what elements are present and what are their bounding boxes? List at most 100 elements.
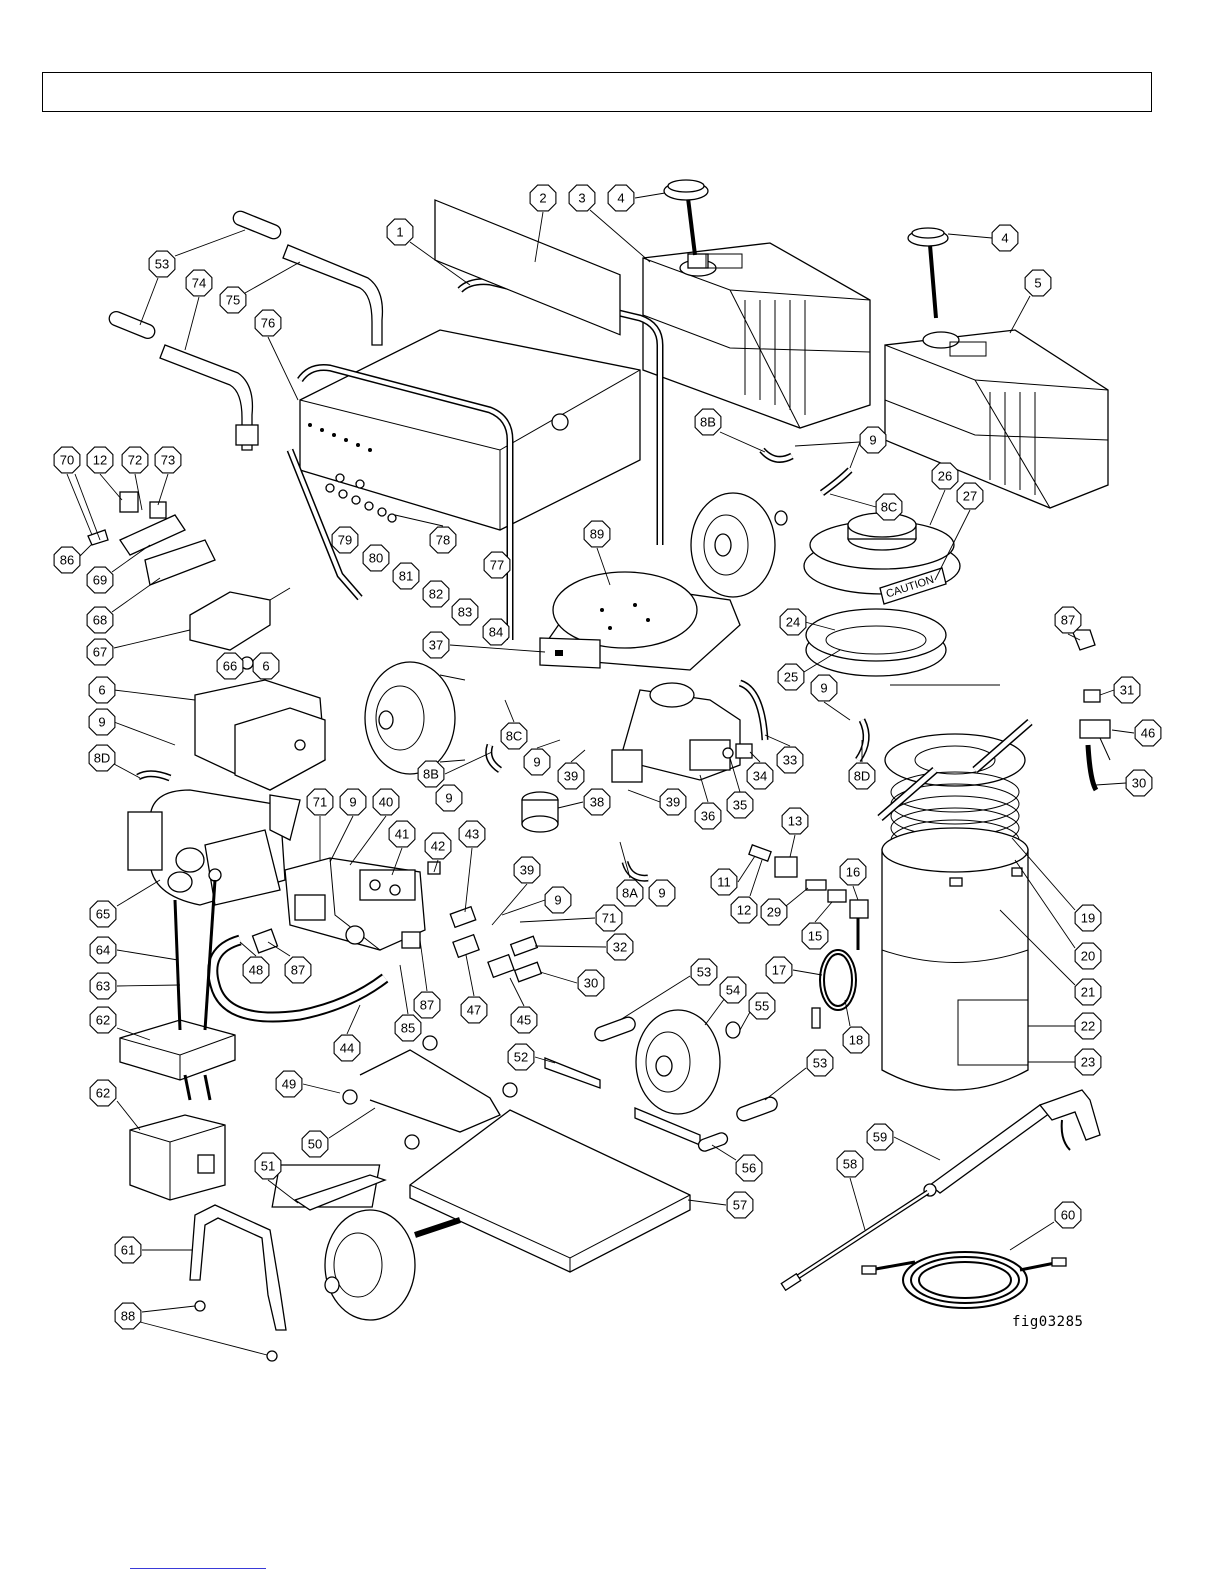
wand-58 (780, 1189, 930, 1292)
callout-octagon (114, 1236, 142, 1264)
callout-48: 48 (242, 956, 270, 984)
callout-octagon (89, 1079, 117, 1107)
callout-53: 53 (148, 250, 176, 278)
callout-number: 11 (717, 875, 731, 890)
callout-octagon (333, 1034, 361, 1062)
callout-25: 25 (777, 663, 805, 691)
callout-octagon (339, 788, 367, 816)
callout-number: 6 (98, 683, 105, 698)
callout-8C: 8C (875, 493, 903, 521)
footer-link-underline[interactable] (130, 1568, 266, 1569)
callout-87: 87 (413, 991, 441, 1019)
callout-55: 55 (748, 992, 776, 1020)
fittings-11-16 (748, 844, 869, 950)
callout-31: 31 (1113, 676, 1141, 704)
callout-51: 51 (254, 1152, 282, 1180)
callout-octagon (781, 807, 809, 835)
callout-octagon (595, 904, 623, 932)
callout-37: 37 (422, 631, 450, 659)
callout-85: 85 (394, 1014, 422, 1042)
fuel-tank-5 (884, 329, 1109, 509)
callout-number: 75 (226, 293, 240, 308)
callout-octagon (1054, 606, 1082, 634)
callout-34: 34 (746, 762, 774, 790)
wheel-54 (635, 1009, 741, 1115)
callout-octagon (86, 446, 114, 474)
unloader-valve-36 (611, 682, 741, 783)
callout-70: 70 (53, 446, 81, 474)
callout-20: 20 (1074, 942, 1102, 970)
callout-octagon (859, 426, 887, 454)
callout-43: 43 (458, 820, 486, 848)
callout-octagon (275, 1070, 303, 1098)
callout-42: 42 (424, 832, 452, 860)
callout-octagon (53, 546, 81, 574)
coil-hose-17 (811, 949, 857, 1029)
callout-octagon (523, 748, 551, 776)
callout-72: 72 (121, 446, 149, 474)
callout-number: 8D (854, 769, 871, 784)
callout-octagon (694, 802, 722, 830)
fittings-pump (251, 861, 543, 983)
hold-down-61 (189, 1204, 287, 1331)
callout-octagon (301, 1130, 329, 1158)
callout-number: 38 (590, 795, 604, 810)
callout-octagon (1074, 904, 1102, 932)
callout-octagon (513, 856, 541, 884)
filter-38 (521, 791, 559, 833)
callout-number: 5 (1034, 276, 1041, 291)
callout-number: 39 (666, 795, 680, 810)
callout-2: 2 (529, 184, 557, 212)
callout-octagon (435, 784, 463, 812)
callout-octagon (529, 184, 557, 212)
callout-octagon (372, 788, 400, 816)
callout-32: 32 (606, 933, 634, 961)
callout-76: 76 (254, 309, 282, 337)
callout-number: 1 (396, 225, 403, 240)
callout-number: 15 (808, 929, 822, 944)
hoses (136, 447, 870, 1023)
callout-47: 47 (460, 996, 488, 1024)
callout-8B: 8B (417, 760, 445, 788)
callout-30: 30 (1125, 769, 1153, 797)
callout-8D: 8D (88, 744, 116, 772)
callout-71: 71 (306, 788, 334, 816)
callout-9: 9 (810, 674, 838, 702)
callout-octagon (89, 900, 117, 928)
callout-octagon (284, 956, 312, 984)
callout-60: 60 (1054, 1201, 1082, 1229)
callout-number: 41 (395, 827, 409, 842)
callout-number: 45 (517, 1013, 531, 1028)
callout-9: 9 (648, 879, 676, 907)
callout-18: 18 (842, 1026, 870, 1054)
callout-number: 51 (261, 1159, 275, 1174)
callout-number: 22 (1081, 1019, 1095, 1034)
callout-number: 35 (733, 798, 747, 813)
callout-octagon (86, 566, 114, 594)
callout-74: 74 (185, 269, 213, 297)
callout-octagon (746, 762, 774, 790)
callout-9: 9 (88, 708, 116, 736)
wing-nuts-88 (194, 1300, 278, 1362)
callout-octagon (606, 933, 634, 961)
callout-octagon (726, 791, 754, 819)
callout-number: 12 (93, 453, 107, 468)
callout-octagon (392, 562, 420, 590)
callout-octagon (394, 1014, 422, 1042)
callout-octagon (500, 722, 528, 750)
callout-octagon (836, 1150, 864, 1178)
callout-octagon (429, 526, 457, 554)
callout-octagon (216, 652, 244, 680)
callout-octagon (607, 184, 635, 212)
callout-71: 71 (595, 904, 623, 932)
base-plate-57 (271, 1109, 691, 1273)
callout-number: 46 (1141, 726, 1155, 741)
callout-50: 50 (301, 1130, 329, 1158)
spray-gun-59 (923, 1089, 1101, 1197)
callout-73: 73 (154, 446, 182, 474)
callout-number: 36 (701, 809, 715, 824)
callout-octagon (89, 936, 117, 964)
callout-octagon (242, 956, 270, 984)
callout-octagon (848, 762, 876, 790)
